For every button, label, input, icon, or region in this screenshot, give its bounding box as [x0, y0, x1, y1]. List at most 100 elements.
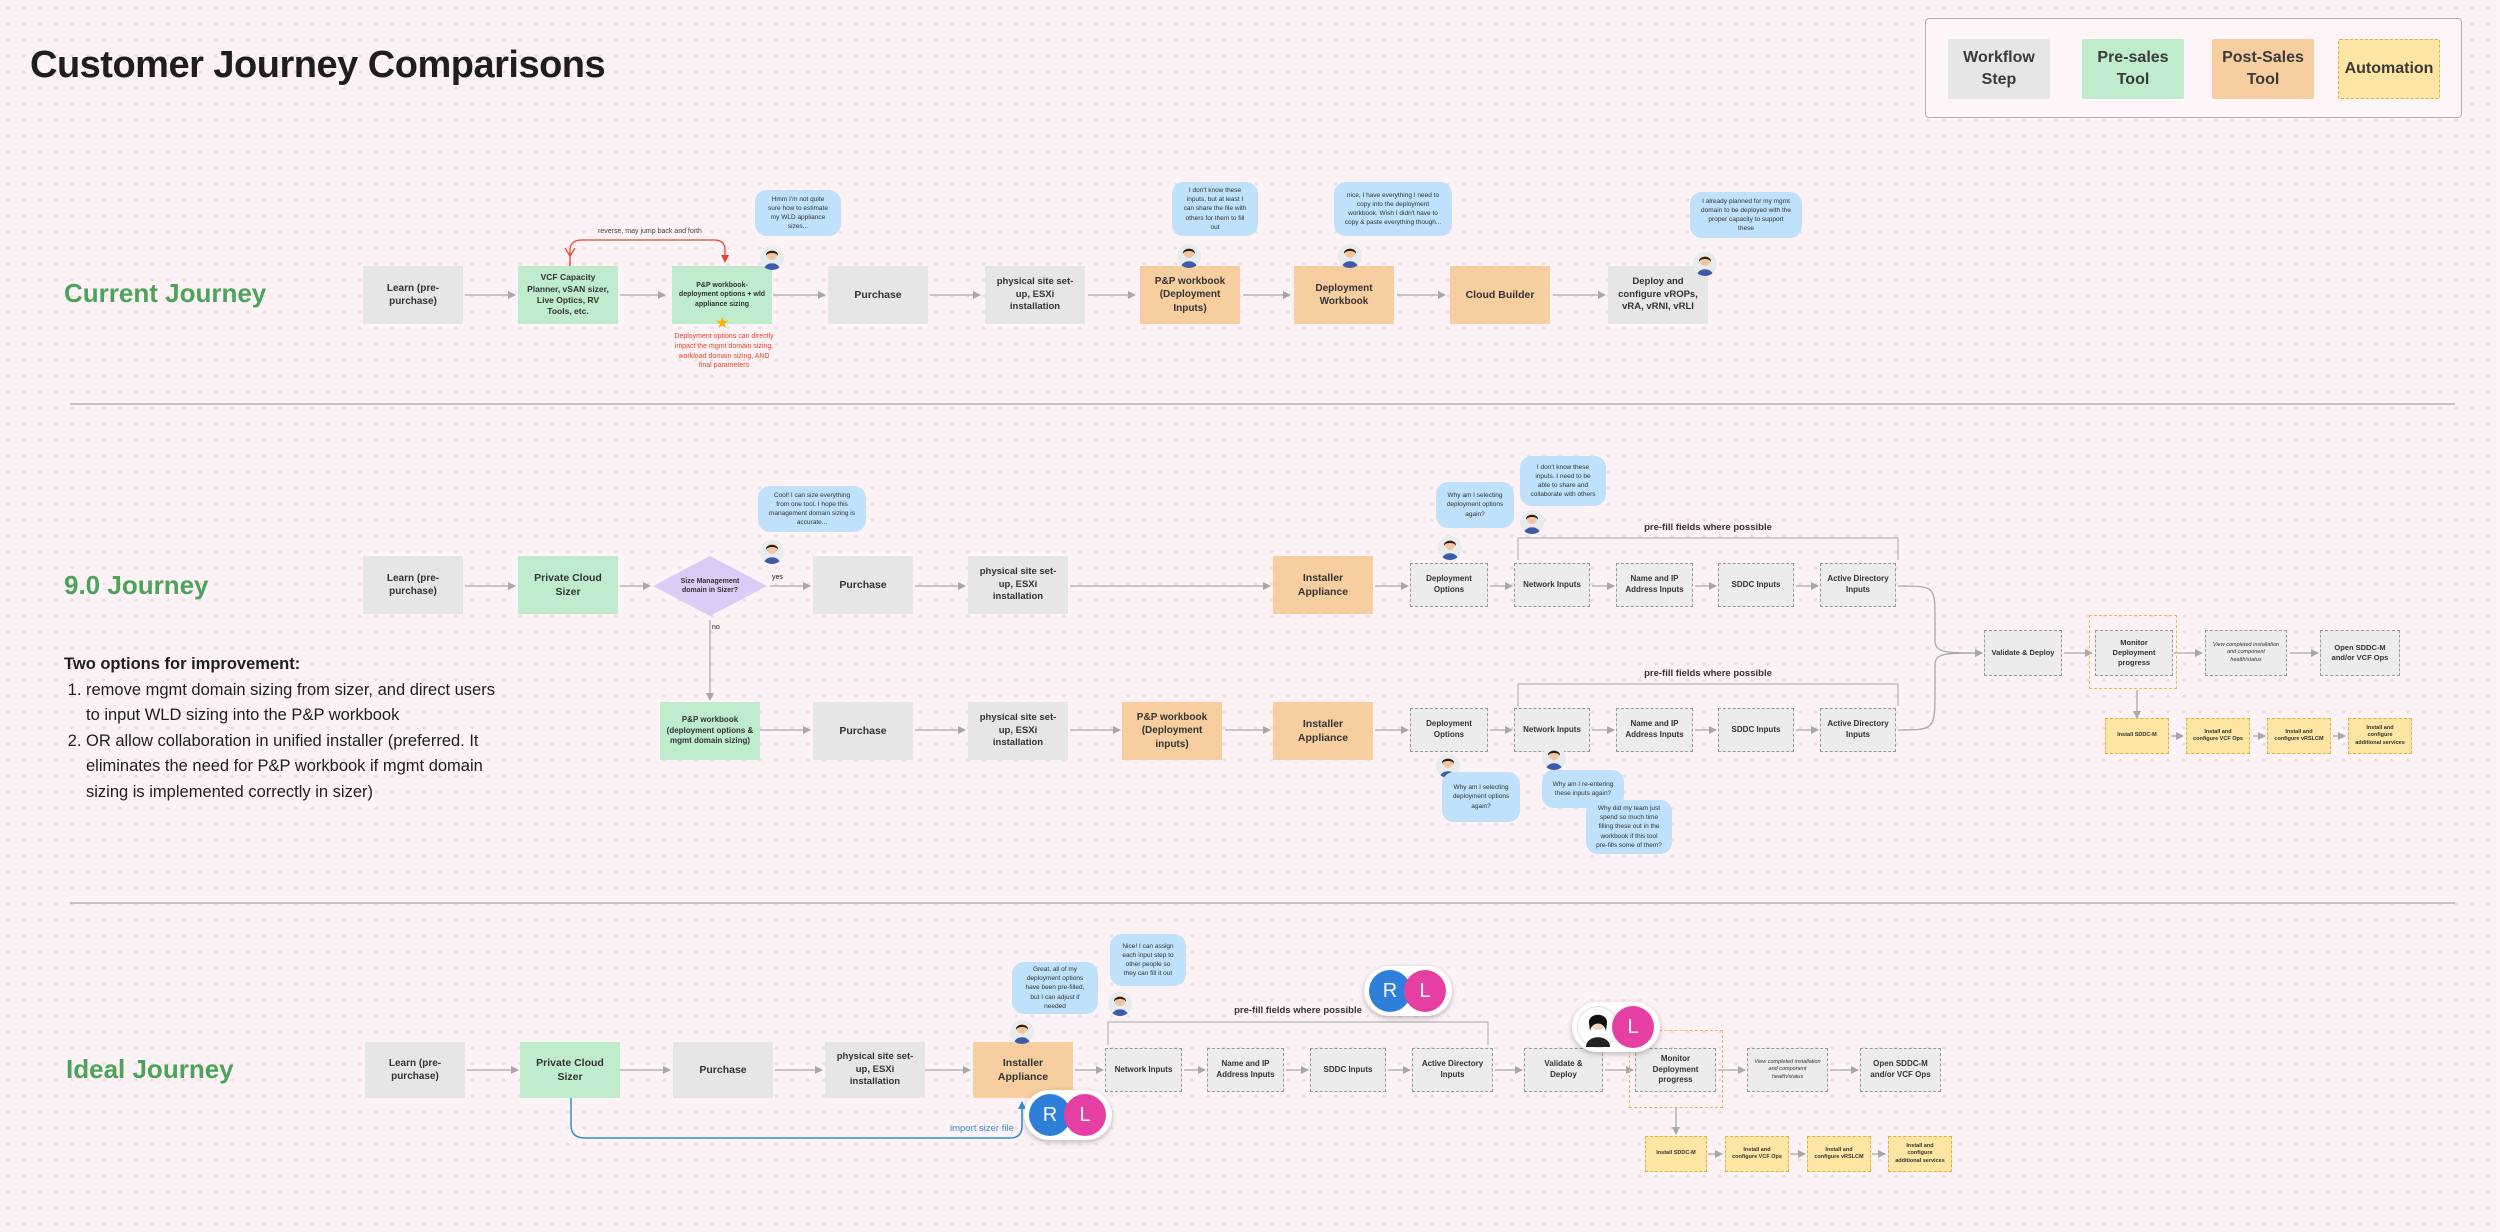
star-icon: ★ — [715, 315, 730, 332]
v9-step-installer-appliance[interactable]: Installer Appliance — [1273, 556, 1373, 614]
v9-step-deployment-options-2[interactable]: Deployment Options — [1410, 708, 1488, 752]
v9-step-site-setup[interactable]: physical site set-up, ESXi installation — [968, 556, 1068, 614]
ideal-step-sddc-inputs[interactable]: SDDC Inputs — [1310, 1048, 1386, 1092]
v9-auto-vrslcm: Install and configure vRSLCM — [2267, 718, 2331, 754]
v9-step-validate-deploy[interactable]: Validate & Deploy — [1984, 630, 2062, 676]
v9-step-purchase[interactable]: Purchase — [813, 556, 913, 614]
monitor-highlight-frame — [1629, 1030, 1723, 1108]
user-comment-bubble: Nice! I can assign each input step to ot… — [1110, 934, 1186, 986]
v9-step-private-cloud-sizer[interactable]: Private Cloud Sizer — [518, 556, 618, 614]
v9-step-view-completed[interactable]: View completed installation and componen… — [2205, 630, 2287, 676]
v9-step-sddc-inputs[interactable]: SDDC Inputs — [1718, 563, 1794, 607]
user-comment-bubble: I already planned for my mgmt domain to … — [1690, 192, 1802, 238]
current-step-pp-workbook[interactable]: P&P workbook- deployment options + wld a… — [672, 266, 772, 324]
current-journey-label: Current Journey — [64, 278, 267, 308]
user-avatar-icon — [1177, 244, 1201, 268]
v9-journey-label: 9.0 Journey — [64, 570, 209, 600]
current-step-capacity-planner[interactable]: VCF Capacity Planner, vSAN sizer, Live O… — [518, 266, 618, 324]
deployment-options-note: Deployment options can directly impact t… — [674, 333, 774, 370]
collaborator-avatars: R L — [1024, 1090, 1112, 1140]
user-avatar-icon — [760, 540, 784, 564]
ideal-step-validate-deploy[interactable]: Validate & Deploy — [1524, 1048, 1603, 1092]
current-step-purchase[interactable]: Purchase — [828, 266, 928, 324]
collaborator-avatars: R L — [1364, 966, 1452, 1016]
legend-presales: Pre-sales Tool — [2082, 39, 2184, 99]
user-avatar-icon — [1108, 992, 1132, 1016]
reverse-loop-label: reverse, may jump back and forth — [598, 228, 702, 235]
v9-auto-additional: Install and configure additional service… — [2348, 718, 2412, 754]
user-comment-bubble: Why did my team just spend so much time … — [1586, 800, 1672, 854]
v9-step-learn[interactable]: Learn (pre-purchase) — [363, 556, 463, 614]
v9-step-purchase-2[interactable]: Purchase — [813, 702, 913, 760]
ideal-step-monitor[interactable]: Monitor Deployment progress — [1635, 1048, 1716, 1092]
user-avatar-icon — [1693, 252, 1717, 276]
v9-step-open-sddc[interactable]: Open SDDC-M and/or VCF Ops — [2320, 630, 2400, 676]
v9-step-network-inputs-2[interactable]: Network Inputs — [1514, 708, 1590, 752]
v9-step-deployment-options[interactable]: Deployment Options — [1410, 563, 1488, 607]
prefill-label: pre-fill fields where possible — [1234, 1005, 1362, 1016]
current-step-pp-deploy-inputs[interactable]: P&P workbook (Deployment Inputs) — [1140, 266, 1240, 324]
ideal-auto-vrslcm: Install and configure vRSLCM — [1807, 1136, 1871, 1172]
decision-yes-label: yes — [772, 574, 783, 581]
user-avatar-icon — [1438, 536, 1462, 560]
v9-auto-vcf-ops: Install and configure VCF Ops — [2186, 718, 2250, 754]
legend-workflow: Workflow Step — [1948, 39, 2050, 99]
user-avatar-icon — [760, 246, 784, 270]
ideal-step-view-completed[interactable]: View completed installation and componen… — [1747, 1048, 1828, 1092]
ideal-step-ad-inputs[interactable]: Active Directory Inputs — [1412, 1048, 1493, 1092]
v9-step-ad-inputs-2[interactable]: Active Directory Inputs — [1820, 708, 1896, 752]
user-comment-bubble: I don't know these inputs, but at least … — [1172, 182, 1258, 236]
v9-step-pp-workbook[interactable]: P&P workbook (deployment options & mgmt … — [660, 702, 760, 760]
current-step-site-setup[interactable]: physical site set-up, ESXi installation — [985, 266, 1085, 324]
current-step-deployment-workbook[interactable]: Deployment Workbook — [1294, 266, 1394, 324]
section-divider — [70, 403, 2455, 405]
user-avatar-icon — [1520, 510, 1544, 534]
user-comment-bubble: Great, all of my deployment options have… — [1012, 962, 1098, 1014]
current-step-cloud-builder[interactable]: Cloud Builder — [1450, 266, 1550, 324]
v9-step-ad-inputs[interactable]: Active Directory Inputs — [1820, 563, 1896, 607]
ideal-auto-additional: Install and configure additional service… — [1888, 1136, 1952, 1172]
v9-decision-diamond[interactable] — [652, 555, 768, 617]
user-avatar-icon — [1010, 1020, 1034, 1044]
ideal-auto-vcf-ops: Install and configure VCF Ops — [1725, 1136, 1789, 1172]
ideal-step-learn[interactable]: Learn (pre-purchase) — [365, 1042, 465, 1098]
user-comment-bubble: Hmm I'm not quite sure how to estimate m… — [755, 190, 841, 236]
ideal-step-private-cloud-sizer[interactable]: Private Cloud Sizer — [520, 1042, 620, 1098]
v9-step-monitor[interactable]: Monitor Deployment progress — [2095, 630, 2173, 676]
v9-step-pp-deploy-inputs[interactable]: P&P workbook (Deployment inputs) — [1122, 702, 1222, 760]
improvement-options: Two options for improvement: remove mgmt… — [64, 652, 504, 805]
ideal-step-installer-appliance[interactable]: Installer Appliance — [973, 1042, 1073, 1098]
improvement-option: remove mgmt domain sizing from sizer, an… — [86, 678, 504, 729]
ideal-step-purchase[interactable]: Purchase — [673, 1042, 773, 1098]
current-step-deploy-configure[interactable]: Deploy and configure vROPs, vRA, vRNI, v… — [1608, 266, 1708, 324]
improvement-title: Two options for improvement: — [64, 655, 301, 673]
user-avatar-icon — [1338, 244, 1362, 268]
decision-no-label: no — [712, 624, 720, 631]
collaborator-avatars: L — [1572, 1002, 1660, 1052]
page-title: Customer Journey Comparisons — [30, 44, 606, 86]
legend-automation: Automation — [2338, 39, 2440, 99]
v9-step-site-setup-2[interactable]: physical site set-up, ESXi installation — [968, 702, 1068, 760]
prefill-label: pre-fill fields where possible — [1644, 668, 1772, 679]
avatar-l: L — [1404, 970, 1446, 1012]
ideal-step-site-setup[interactable]: physical site set-up, ESXi installation — [825, 1042, 925, 1098]
prefill-label: pre-fill fields where possible — [1644, 522, 1772, 533]
ideal-step-network-inputs[interactable]: Network Inputs — [1105, 1048, 1182, 1092]
monitor-highlight-frame — [2089, 615, 2177, 689]
legend: Workflow Step Pre-sales Tool Post-Sales … — [1925, 18, 2462, 118]
ideal-step-open-sddc[interactable]: Open SDDC-M and/or VCF Ops — [1860, 1048, 1941, 1092]
section-divider — [70, 902, 2455, 904]
avatar-r: R — [1029, 1094, 1071, 1136]
ideal-step-name-ip-inputs[interactable]: Name and IP Address Inputs — [1207, 1048, 1284, 1092]
v9-step-name-ip-inputs-2[interactable]: Name and IP Address Inputs — [1616, 708, 1693, 752]
v9-decision-label: Size Management domain in Sizer? — [680, 577, 740, 594]
v9-step-network-inputs[interactable]: Network Inputs — [1514, 563, 1590, 607]
current-step-learn[interactable]: Learn (pre-purchase) — [363, 266, 463, 324]
v9-step-installer-appliance-2[interactable]: Installer Appliance — [1273, 702, 1373, 760]
avatar-l: L — [1064, 1094, 1106, 1136]
v9-step-name-ip-inputs[interactable]: Name and IP Address Inputs — [1616, 563, 1693, 607]
v9-step-sddc-inputs-2[interactable]: SDDC Inputs — [1718, 708, 1794, 752]
user-comment-bubble: Why am I selecting deployment options ag… — [1442, 772, 1520, 822]
import-sizer-label: import sizer file — [950, 1123, 1014, 1134]
